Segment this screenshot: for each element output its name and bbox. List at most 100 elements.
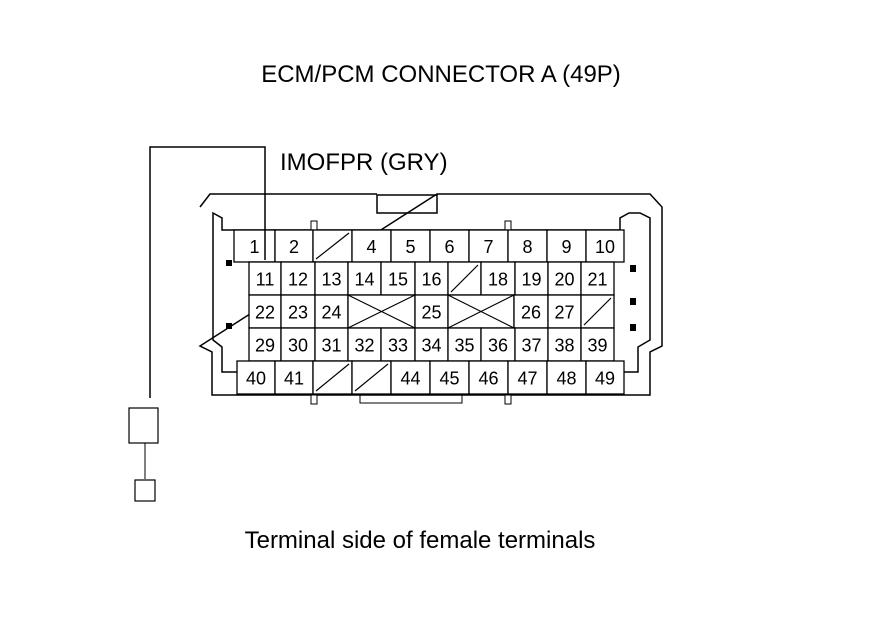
latch-notch-left-lower <box>226 323 232 329</box>
terminal-cell: 23 <box>280 294 316 329</box>
terminal-number: 38 <box>554 336 574 356</box>
terminal-cell: 39 <box>580 327 615 362</box>
terminal-unused <box>447 261 482 296</box>
terminal-number: 18 <box>488 270 508 290</box>
terminal-cell: 18 <box>480 261 516 296</box>
terminal-cell: 22 <box>248 294 282 329</box>
terminal-cell: 47 <box>507 360 548 395</box>
terminal-cell: 8 <box>507 229 548 263</box>
terminal-cell: 32 <box>347 327 382 362</box>
terminal-number: 4 <box>366 237 376 257</box>
terminal-cell: 31 <box>314 327 349 362</box>
terminal-number: 49 <box>595 369 615 389</box>
terminal-cell: 37 <box>514 327 549 362</box>
terminal-number: 21 <box>587 270 607 290</box>
terminal-cell: 27 <box>547 294 582 329</box>
terminal-number: 29 <box>255 336 275 356</box>
terminal-number: 41 <box>284 369 304 389</box>
terminal-cell: 4 <box>351 229 392 263</box>
terminal-number: 25 <box>421 303 441 323</box>
terminal-cell: 14 <box>347 261 382 296</box>
terminal-cell: 20 <box>547 261 582 296</box>
terminal-number: 40 <box>246 369 266 389</box>
terminal-cell: 19 <box>514 261 549 296</box>
latch-notch-left-upper <box>226 260 232 266</box>
terminal-cell: 16 <box>414 261 449 296</box>
terminal-number: 36 <box>488 336 508 356</box>
terminal-number: 30 <box>288 336 308 356</box>
terminal-number: 7 <box>483 237 493 257</box>
diagram-caption: Terminal side of female terminals <box>245 527 596 554</box>
terminal-number: 32 <box>354 336 374 356</box>
terminal-cell: 44 <box>390 360 431 395</box>
terminal-cell: 11 <box>248 261 282 296</box>
terminal-number: 14 <box>354 270 374 290</box>
terminal-cell: 6 <box>429 229 470 263</box>
terminal-cell: 10 <box>585 229 625 263</box>
terminal-number: 8 <box>522 237 532 257</box>
wire-label: IMOFPR (GRY) <box>280 149 448 176</box>
terminal-number: 12 <box>288 270 308 290</box>
terminal-number: 22 <box>255 303 275 323</box>
terminal-number: 26 <box>521 303 541 323</box>
terminal-cell: 29 <box>248 327 282 362</box>
terminal-cell: 40 <box>236 360 276 395</box>
diagram-title: ECM/PCM CONNECTOR A (49P) <box>261 61 621 88</box>
probe-tip-icon <box>134 479 156 502</box>
latch-notch-right-2 <box>630 298 636 305</box>
terminal-cell: 24 <box>314 294 349 329</box>
terminal-number: 9 <box>561 237 571 257</box>
terminal-cell: 13 <box>314 261 349 296</box>
terminal-cell: 36 <box>480 327 516 362</box>
latch-notch-right-1 <box>630 265 636 272</box>
terminal-number: 13 <box>321 270 341 290</box>
terminal-cell: 26 <box>513 294 549 329</box>
terminal-cell: 9 <box>546 229 587 263</box>
terminal-number: 10 <box>595 237 615 257</box>
terminal-number: 46 <box>478 369 498 389</box>
terminal-unused <box>580 294 615 329</box>
terminal-number: 39 <box>587 336 607 356</box>
terminal-number: 27 <box>554 303 574 323</box>
probe-connector-icon <box>128 407 159 444</box>
latch-notch-right-3 <box>630 324 636 331</box>
terminal-cell: 5 <box>390 229 431 263</box>
terminal-cell: 25 <box>414 294 449 329</box>
wire-leader <box>149 146 266 398</box>
terminal-number: 48 <box>556 369 576 389</box>
terminal-cell: 1 <box>233 229 276 263</box>
terminal-number: 35 <box>454 336 474 356</box>
terminal-cell: 33 <box>380 327 416 362</box>
terminal-cell: 46 <box>468 360 509 395</box>
terminal-number: 23 <box>288 303 308 323</box>
terminal-cell: 38 <box>547 327 582 362</box>
terminal-cell: 30 <box>280 327 316 362</box>
terminal-number: 15 <box>388 270 408 290</box>
terminal-number: 31 <box>321 336 341 356</box>
terminal-cell: 7 <box>468 229 509 263</box>
terminal-number: 44 <box>400 369 420 389</box>
terminal-number: 33 <box>388 336 408 356</box>
terminal-number: 45 <box>439 369 459 389</box>
terminal-cell: 12 <box>280 261 316 296</box>
terminal-number: 1 <box>249 237 259 257</box>
terminal-cell: 45 <box>429 360 470 395</box>
terminal-cell: 21 <box>580 261 615 296</box>
terminal-blocked <box>447 294 515 329</box>
terminal-cell: 48 <box>546 360 587 395</box>
terminal-number: 34 <box>421 336 441 356</box>
terminal-unused <box>312 229 353 263</box>
terminal-cell: 34 <box>414 327 449 362</box>
terminal-number: 37 <box>521 336 541 356</box>
terminal-number: 11 <box>256 270 275 290</box>
terminal-cell: 49 <box>585 360 625 395</box>
terminal-number: 47 <box>517 369 537 389</box>
terminal-cell: 15 <box>380 261 416 296</box>
terminal-number: 19 <box>521 270 541 290</box>
terminal-blocked <box>347 294 416 329</box>
terminal-unused <box>351 360 392 395</box>
terminal-cell: 41 <box>274 360 314 395</box>
terminal-number: 2 <box>289 237 299 257</box>
